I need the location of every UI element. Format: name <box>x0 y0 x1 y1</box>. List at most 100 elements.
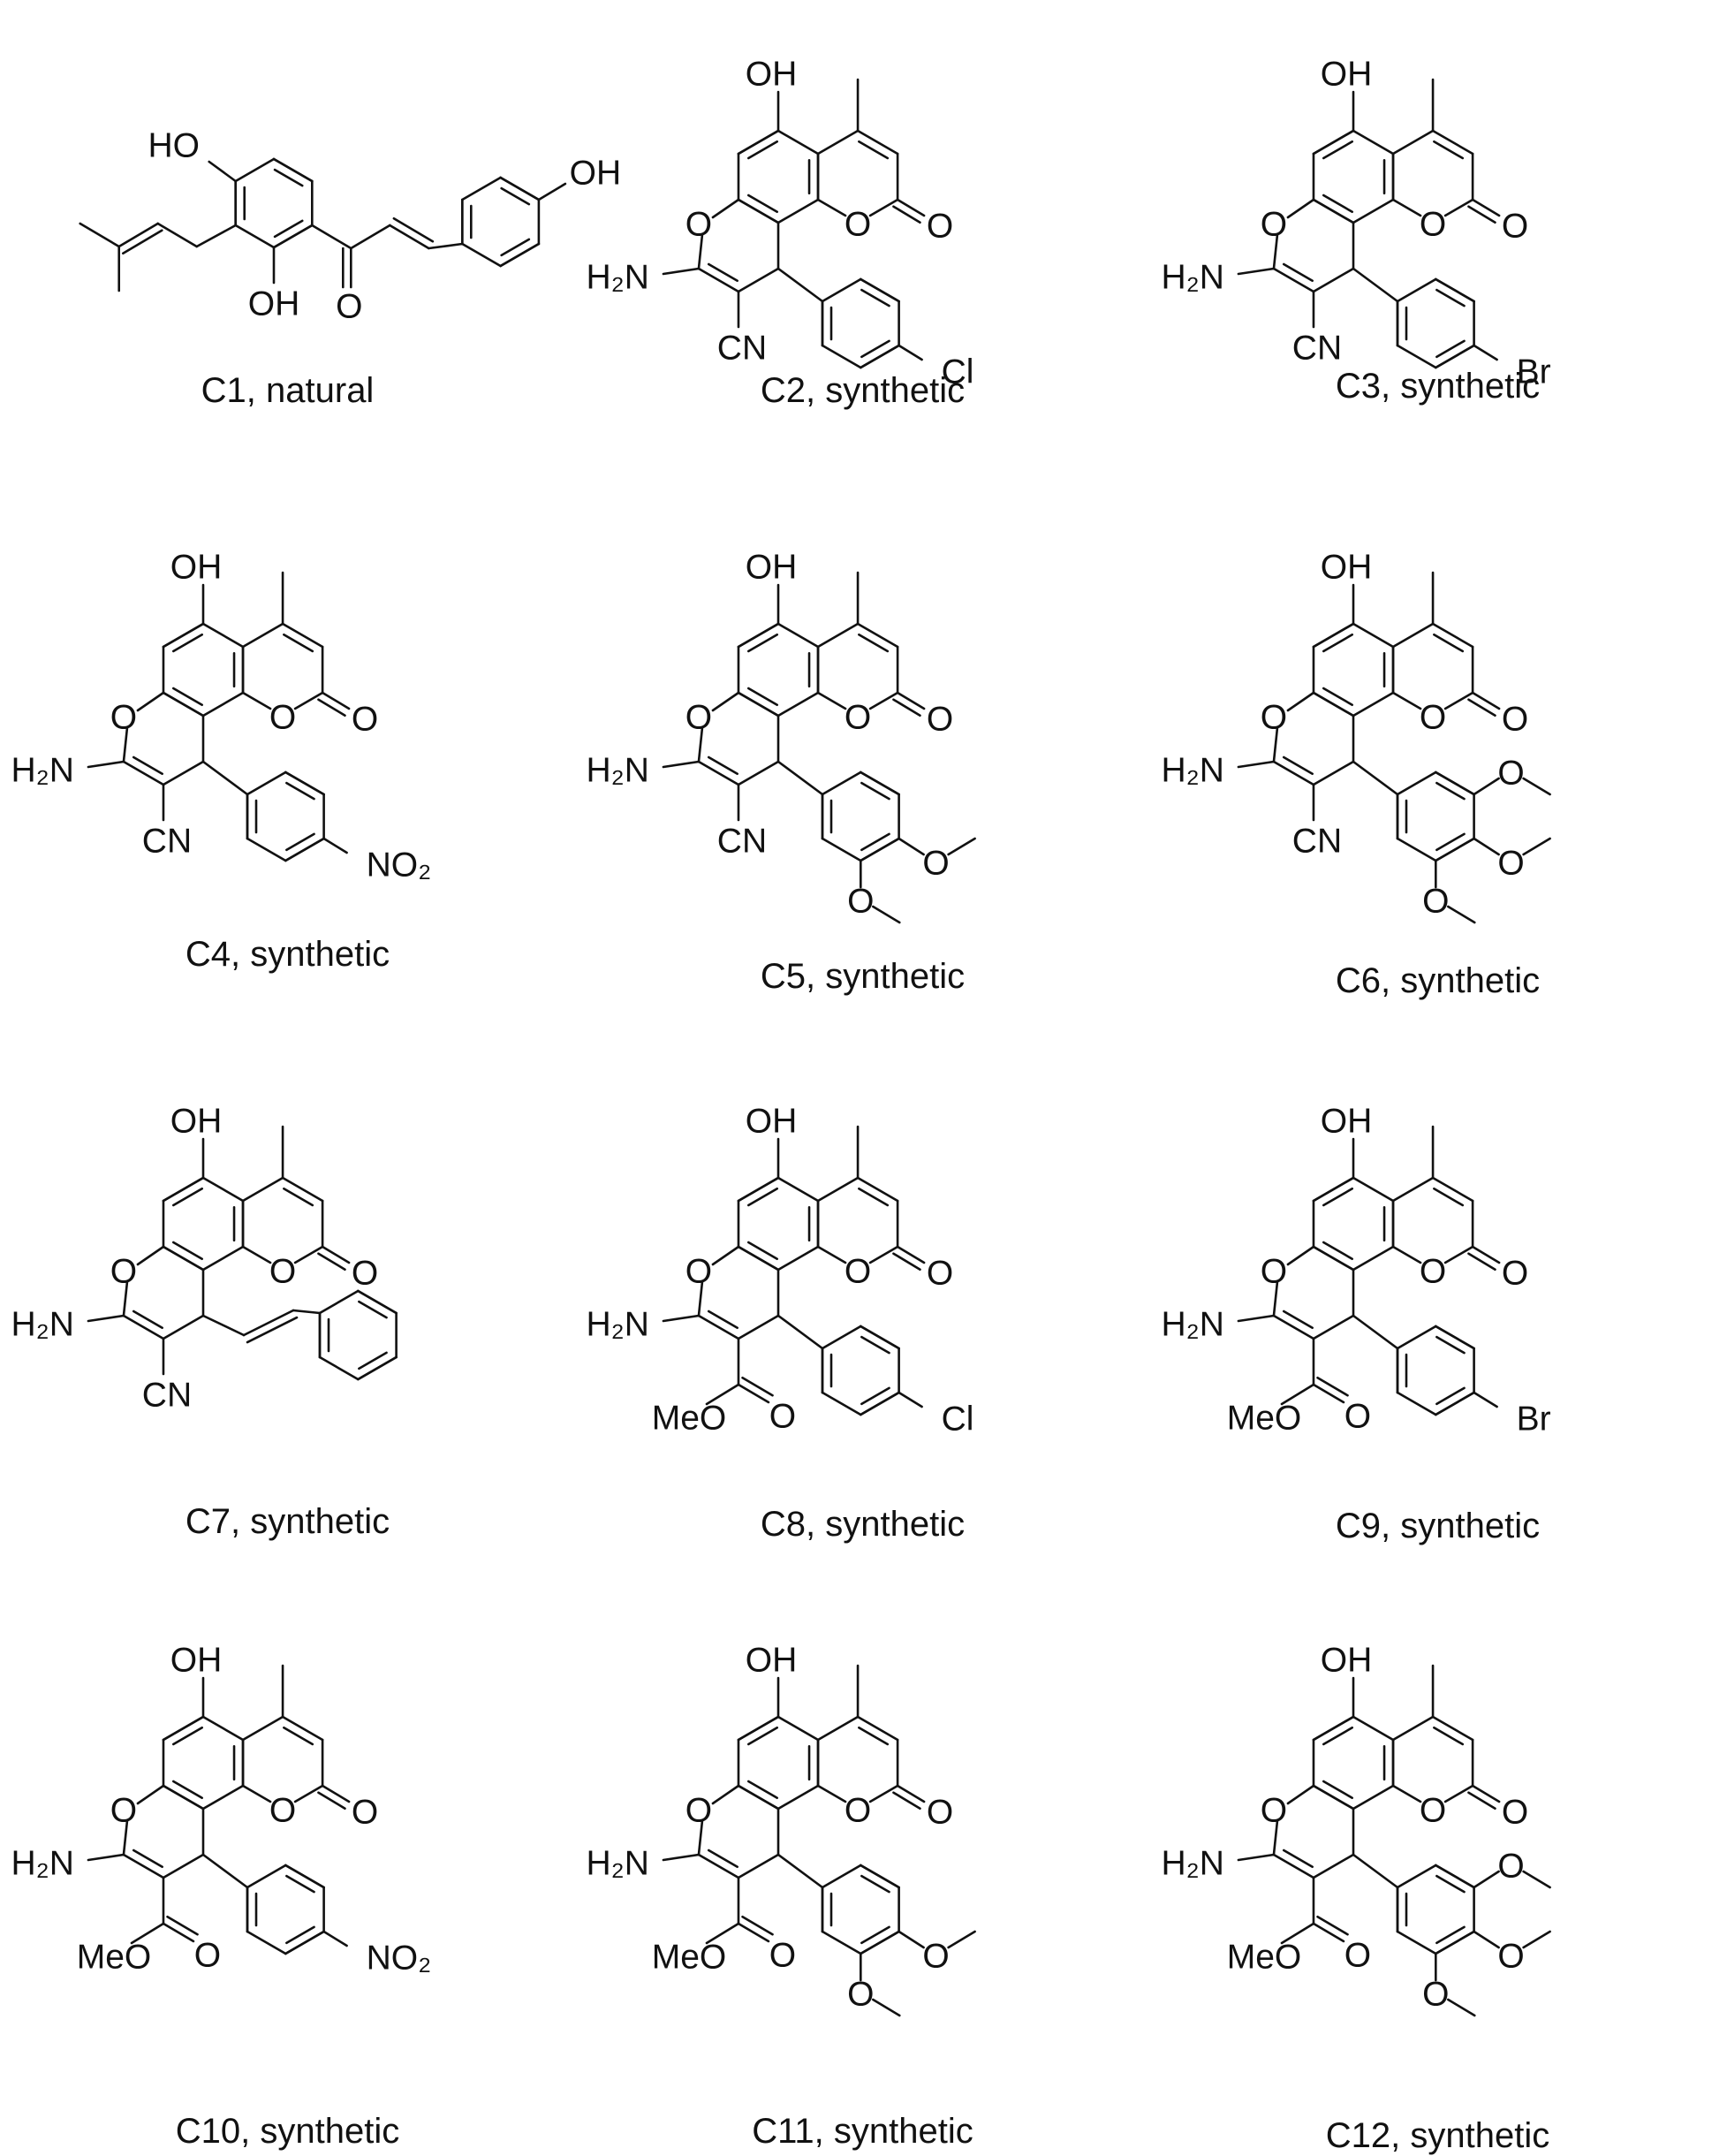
double-bond-line <box>1435 832 1466 852</box>
amine-bond <box>1237 1314 1276 1323</box>
ester-carbonyl-label: O <box>769 1937 796 1975</box>
bond-line <box>122 1314 165 1340</box>
bond-line <box>1391 622 1435 649</box>
bond-line <box>1391 1245 1422 1264</box>
bond-line <box>776 622 820 649</box>
bond-line <box>868 198 899 217</box>
bond-line <box>896 1784 926 1803</box>
double-bond-line <box>1322 1780 1353 1799</box>
lactone-oxygen-label: O <box>845 1253 871 1291</box>
prenyl-bond <box>79 222 120 248</box>
ester-bond <box>705 1922 740 1945</box>
hydroxyl-label: OH <box>570 155 622 193</box>
bond-line <box>1286 198 1315 219</box>
bond-line <box>1312 267 1355 293</box>
nitrile-label: CN <box>717 823 767 861</box>
bond-line <box>737 622 780 649</box>
bond-line <box>293 1784 324 1803</box>
bond-line <box>1443 198 1474 217</box>
double-bond-line <box>285 1925 315 1945</box>
double-bond-line <box>273 219 304 239</box>
bond-line <box>860 1864 900 1889</box>
para-substituent-label: Br <box>1517 353 1551 391</box>
methoxy-bond <box>1522 837 1551 856</box>
amine-label: H₂N <box>11 752 73 790</box>
bond-line <box>241 691 272 710</box>
bond-line <box>1435 837 1475 862</box>
bond-line <box>860 1325 900 1350</box>
bond-line <box>856 129 899 156</box>
bond-line <box>1391 198 1422 217</box>
double-bond-line <box>392 216 435 243</box>
bond-line <box>860 1930 900 1955</box>
substituent-bond <box>898 344 923 361</box>
bond-line <box>1391 129 1435 156</box>
amine-bond <box>662 267 701 276</box>
ester-methoxy-label: MeO <box>1227 1400 1302 1438</box>
bond-line <box>1443 691 1474 710</box>
bond-line <box>1431 622 1474 649</box>
bond-line <box>776 198 820 224</box>
bond-line <box>284 1864 325 1889</box>
bond-line <box>697 267 740 293</box>
bond-line <box>1352 1784 1395 1811</box>
bond-line <box>122 1819 129 1856</box>
bond-line <box>737 691 780 717</box>
bond-line <box>1352 622 1395 649</box>
double-bond-line <box>121 229 163 255</box>
methoxy-oxygen-label: O <box>922 1938 949 1976</box>
bond-line <box>201 622 245 649</box>
pyran-oxygen-label: O <box>1261 699 1287 737</box>
pyran-oxygen-label: O <box>110 1792 137 1830</box>
methoxy-bond <box>1473 777 1500 796</box>
bond-line <box>697 1853 740 1879</box>
hydroxyl-bond <box>537 182 567 201</box>
double-bond-line <box>317 698 346 717</box>
bond-line <box>1272 1280 1279 1317</box>
bond-line <box>868 1784 899 1803</box>
bond-line <box>821 1325 862 1350</box>
methoxy-oxygen-label: O <box>1497 755 1524 793</box>
bond-line <box>201 691 245 717</box>
double-bond-line <box>171 1241 203 1260</box>
bond-line <box>737 1853 780 1879</box>
double-bond-line <box>1467 1791 1496 1811</box>
methoxy-bond <box>947 837 976 856</box>
hydroxyl-label: OH <box>1321 1103 1373 1141</box>
bond-line <box>162 1715 205 1742</box>
aryl-bond <box>776 1853 824 1889</box>
amine-bond <box>662 1853 701 1862</box>
hydroxyl-label: OH <box>746 1642 798 1680</box>
carbonyl-oxygen-label: O <box>352 1794 378 1832</box>
lactone-oxygen-label: O <box>845 206 871 244</box>
bond-line <box>162 1922 195 1943</box>
hydroxyl-label: OH <box>248 285 300 323</box>
bond-line <box>499 242 541 268</box>
double-bond-line <box>1282 755 1314 775</box>
double-bond-line <box>892 698 921 717</box>
double-bond-line <box>500 186 531 206</box>
double-bond-line <box>1467 1252 1496 1272</box>
nitrile-label: CN <box>142 1377 192 1415</box>
amine-label: H₂N <box>1161 1845 1223 1883</box>
ester-carbonyl-label: O <box>769 1398 796 1436</box>
double-bond-line <box>1322 687 1353 706</box>
bond-line <box>461 242 502 268</box>
double-bond-line <box>1435 1874 1466 1894</box>
ester-methoxy-label: MeO <box>652 1400 727 1438</box>
bond-line <box>162 691 205 717</box>
methoxy-bond <box>872 1998 901 2017</box>
bond-line <box>122 726 129 763</box>
bond-line <box>1312 691 1355 717</box>
double-bond-line <box>166 1915 199 1936</box>
bond-line <box>162 1784 205 1811</box>
bond-line <box>1272 1853 1315 1879</box>
double-bond-line <box>860 1925 890 1945</box>
double-bond-line <box>171 687 203 706</box>
compound-caption: C8, synthetic <box>760 1505 966 1544</box>
